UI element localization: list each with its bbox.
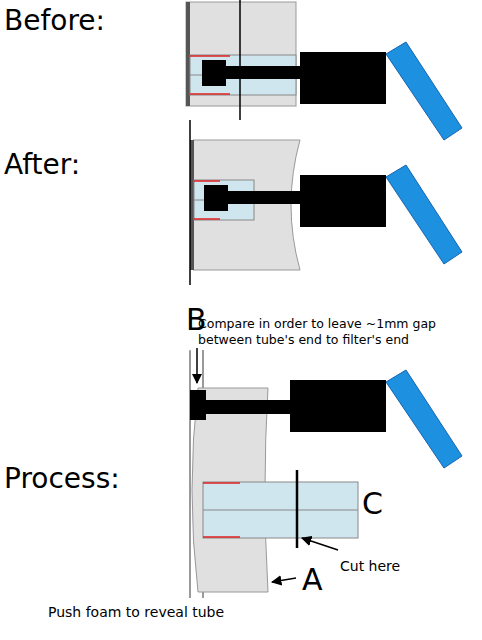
callout-letter: A	[302, 562, 323, 597]
section-heading: After:	[4, 148, 80, 181]
section-heading: Process:	[4, 462, 120, 495]
instruction-note: Compare in order to leave ~1mm gap betwe…	[198, 316, 478, 347]
instruction-note: Push foam to reveal tube	[48, 604, 224, 620]
process-assembly	[190, 348, 462, 598]
callout-letter: C	[362, 486, 383, 521]
after-assembly	[190, 120, 462, 285]
instruction-note: Cut here	[340, 558, 400, 574]
section-heading: Before:	[4, 4, 105, 37]
before-assembly	[186, 0, 462, 140]
